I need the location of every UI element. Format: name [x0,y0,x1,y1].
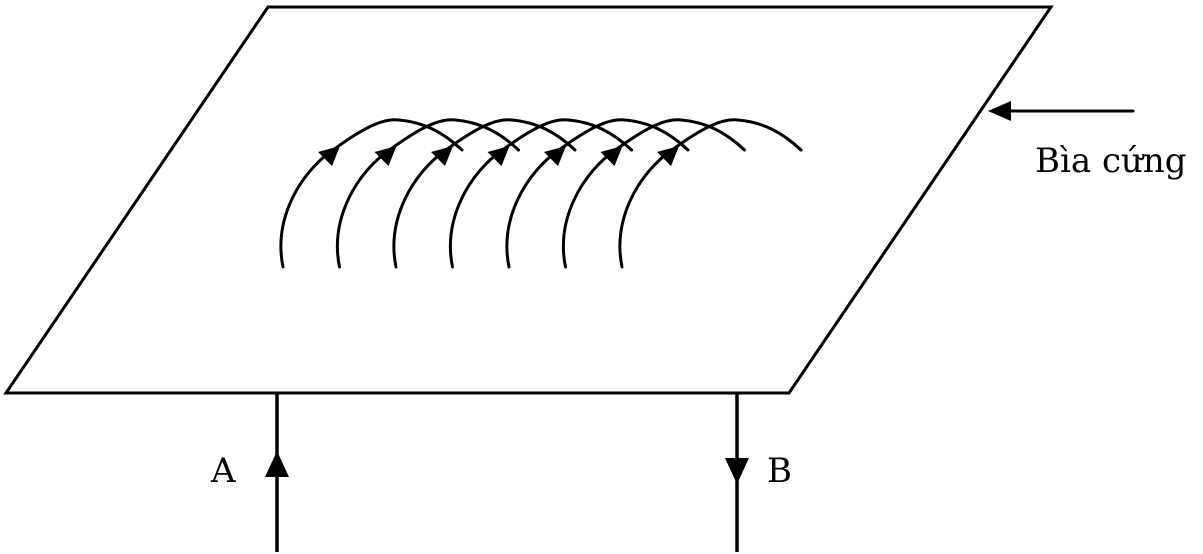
cardboard-sheet [3,5,1054,395]
field-line-arrow-1 [318,146,340,166]
label-a: A [210,451,236,491]
field-line-arrow-7 [657,146,679,166]
field-line-arrow-4 [487,146,510,166]
label-board: Bìa cứng [1035,141,1187,181]
wire-a [265,393,289,552]
wire-b [725,393,749,552]
field-line-4 [449,118,633,269]
field-line-2 [336,118,520,269]
label-b: B [767,451,792,491]
field-line-arrow-3 [431,146,453,166]
field-line-arrow-6 [600,146,623,166]
wire-a-arrow [265,451,289,477]
wire-b-arrow [725,458,749,484]
field-line-arrow-5 [544,146,566,166]
field-line-3 [392,118,577,269]
field-line-1 [279,118,464,269]
field-line-5 [505,118,690,269]
magnetic-field-lines [279,118,803,269]
field-line-7 [618,118,803,269]
field-line-6 [562,118,746,269]
field-line-arrow-2 [374,146,397,166]
board-pointer-arrow [988,101,1135,121]
